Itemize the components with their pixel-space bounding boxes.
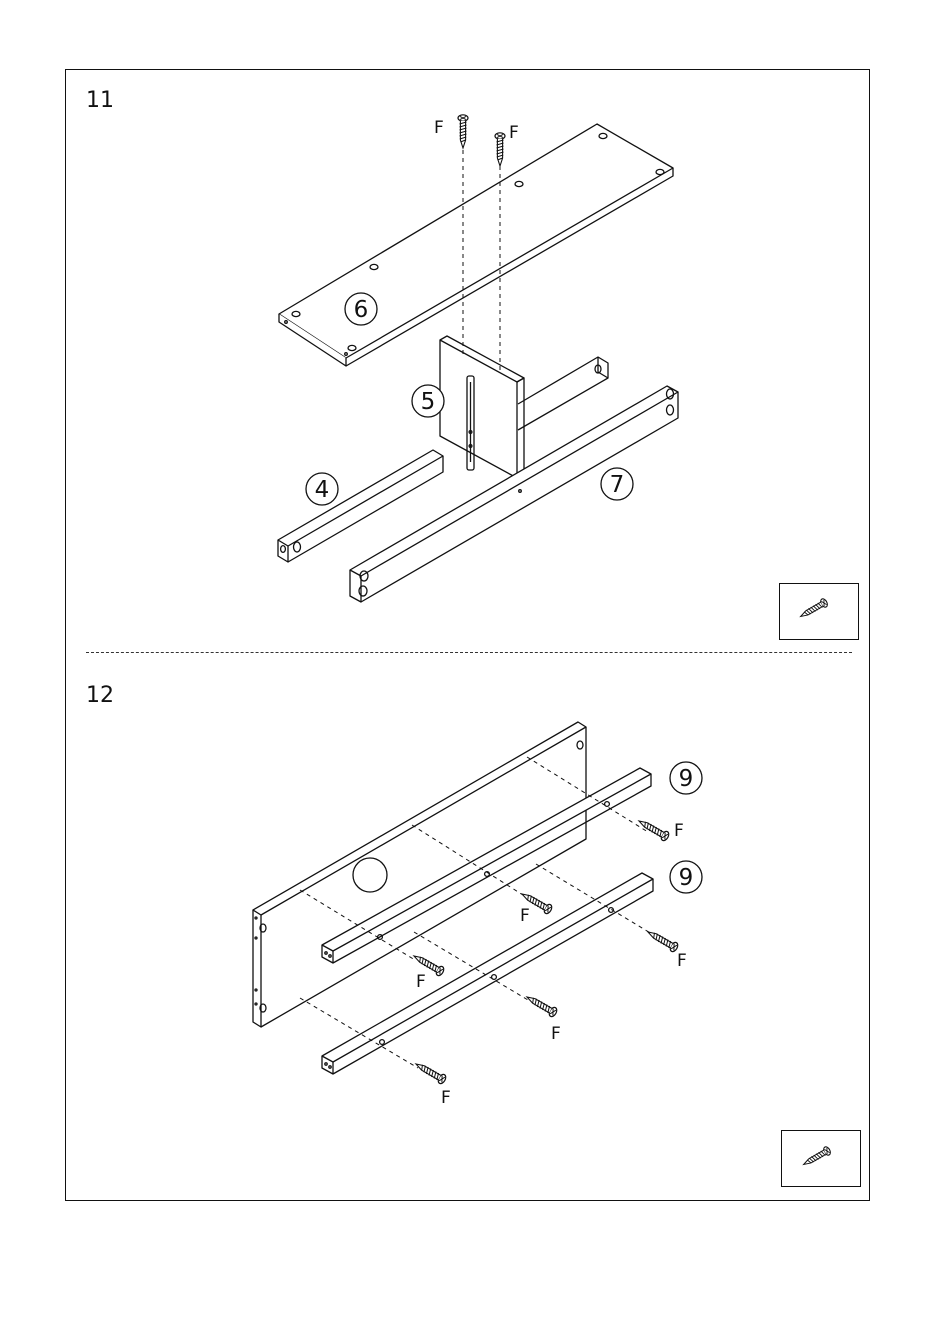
rail-9-lower: [322, 873, 653, 1074]
screw-f-7-icon: [525, 993, 559, 1018]
screw-f-8-icon: [414, 1060, 448, 1085]
part-5-label: 5: [421, 389, 436, 415]
screw-f-5-icon: [646, 928, 680, 953]
hardware-screw-icon: [798, 598, 828, 621]
screw-label: F: [520, 906, 530, 926]
part-9b-label: 9: [679, 865, 694, 891]
screw-f-3-icon: [637, 817, 671, 842]
screw-label: F: [434, 118, 444, 138]
screw-label: F: [551, 1024, 561, 1044]
screw-label: F: [416, 972, 426, 992]
part-6-label: 6: [354, 297, 369, 323]
screw-label: F: [677, 951, 687, 971]
hardware-screw-icon: [801, 1146, 831, 1169]
rail-4: [278, 450, 443, 562]
screw-label: F: [674, 821, 684, 841]
screw-label: F: [509, 123, 519, 143]
back-rail: [518, 357, 608, 430]
screw-label: F: [441, 1088, 451, 1108]
screw-f-2-icon: [495, 133, 505, 166]
panel-5: [440, 336, 524, 478]
part-7-label: 7: [610, 472, 625, 498]
panel-6: [279, 124, 673, 366]
part-4-label: 4: [315, 477, 330, 503]
screw-f-1-icon: [458, 115, 468, 148]
part-9a-label: 9: [679, 766, 694, 792]
